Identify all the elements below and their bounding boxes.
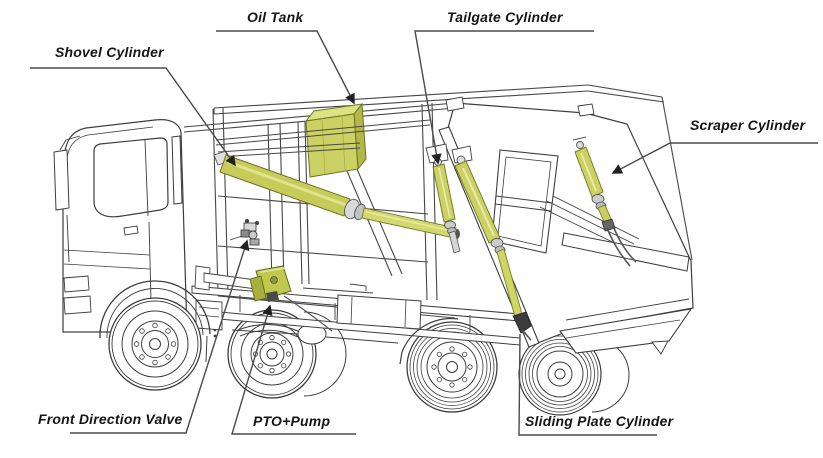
body-rails [215, 119, 431, 158]
sliding-plate-cylinder-part [451, 145, 532, 341]
oil-tank-part [304, 102, 367, 178]
truck-cab [53, 119, 223, 333]
leader-lines [30, 30, 818, 436]
label-tailgate-cylinder: Tailgate Cylinder [447, 9, 563, 25]
label-shovel-cylinder: Shovel Cylinder [55, 44, 164, 60]
scraper-cylinder-part [572, 136, 637, 267]
label-sliding-plate-cylinder: Sliding Plate Cylinder [525, 413, 674, 429]
front-direction-valve-part [229, 218, 260, 246]
label-pto-pump: PTO+Pump [253, 413, 331, 429]
label-front-direction-valve: Front Direction Valve [38, 411, 183, 427]
label-oil-tank: Oil Tank [247, 9, 304, 25]
leader-pto-pump [231, 304, 356, 435]
leader-sliding-plate-cylinder [518, 333, 657, 436]
rear-wheel-outer [518, 332, 630, 416]
rear-wheel-inner [406, 321, 498, 413]
leader-tailgate-cylinder [414, 30, 594, 165]
leader-shovel-cylinder [30, 67, 236, 167]
shovel-cylinder-part [213, 150, 460, 239]
leader-front-direction-valve [70, 239, 250, 434]
pto-pump-part [194, 265, 333, 332]
label-scraper-cylinder: Scraper Cylinder [690, 117, 806, 133]
leader-scraper-cylinder [611, 142, 818, 174]
leader-oil-tank [216, 30, 355, 105]
front-wheel [99, 280, 211, 391]
